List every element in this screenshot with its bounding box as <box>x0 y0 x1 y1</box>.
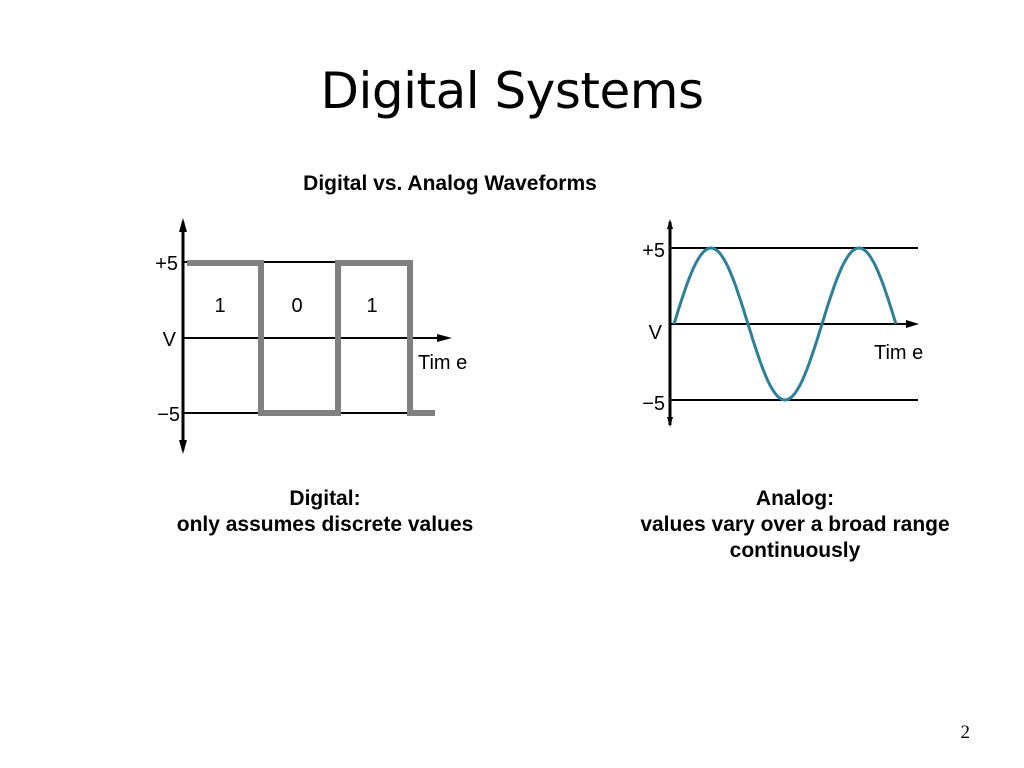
diagram-title: Digital vs. Analog Waveforms <box>303 172 597 195</box>
digital-time-arrow <box>437 334 452 342</box>
analog-caption-body-line1: values vary over a broad range <box>640 513 950 536</box>
digital-caption: Digital: only assumes discrete values <box>120 486 530 538</box>
analog-caption-heading: Analog: <box>755 487 835 510</box>
analog-sine-wave <box>672 246 898 402</box>
analog-y-arrow-top <box>667 219 673 229</box>
slide-number: 2 <box>960 722 971 743</box>
analog-y-arrow-bottom <box>667 417 673 427</box>
analog-time-arrow <box>906 320 919 328</box>
digital-panel: +5 V −5 Tim e 1 0 1 <box>155 218 467 454</box>
digital-caption-heading: Digital: <box>289 487 361 510</box>
digital-minus5-label: −5 <box>157 404 180 426</box>
digital-square-wave <box>187 260 435 416</box>
analog-caption: Analog: values vary over a broad range c… <box>590 486 1000 564</box>
analog-plus5-label: +5 <box>642 240 665 262</box>
digital-y-arrow-top <box>179 218 187 232</box>
digital-y-arrow-bottom <box>179 440 187 454</box>
digital-time-label: Tim e <box>418 352 467 374</box>
bit-label-0: 0 <box>291 295 302 317</box>
analog-time-label: Tim e <box>874 342 923 364</box>
analog-panel: +5 V −5 Tim e <box>642 219 923 427</box>
slide-title: Digital Systems <box>320 62 704 120</box>
analog-caption-body-line2: continuously <box>729 539 861 562</box>
analog-v-label: V <box>649 322 663 344</box>
bit-label-1b: 1 <box>366 295 377 317</box>
digital-plus5-label: +5 <box>155 253 178 275</box>
digital-caption-body: only assumes discrete values <box>176 513 474 536</box>
bit-label-1: 1 <box>214 295 225 317</box>
analog-minus5-label: −5 <box>642 393 665 415</box>
digital-v-label: V <box>163 329 177 351</box>
